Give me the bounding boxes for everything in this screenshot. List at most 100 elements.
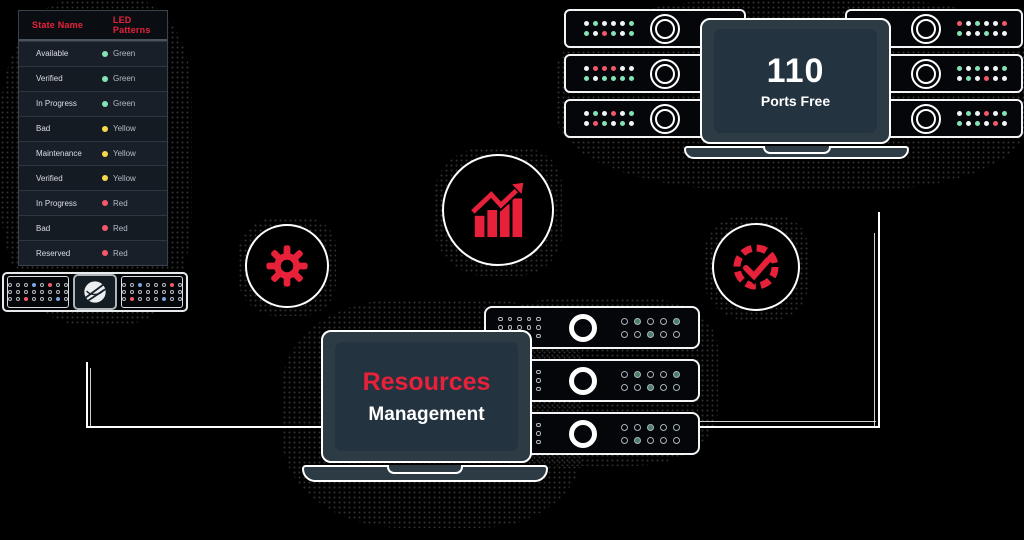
led [611,121,616,126]
led [659,330,667,338]
free-ports-count: 110 [766,51,825,90]
led [646,317,654,325]
led [536,316,541,322]
led [536,333,541,339]
led-array [620,370,680,391]
port-grid-right [121,276,183,308]
led [146,297,150,301]
free-ports-label: Ports Free [760,92,831,109]
led-dot [102,250,108,257]
led [1002,121,1007,126]
led [8,297,12,301]
led-dot [102,175,108,182]
led-array [620,317,680,338]
led [64,290,68,294]
led [138,290,142,294]
led [957,121,962,126]
fan-port-ring [650,13,680,44]
switch-front-panel [2,272,188,312]
led [629,21,634,26]
led [620,330,628,338]
table-row: Verified Green [19,65,167,91]
state-name-cell: In Progress [36,198,77,208]
led [584,66,589,71]
led [611,76,616,81]
led [154,297,158,301]
led [24,283,28,287]
led [984,66,989,71]
connector-left-vertical [86,362,88,428]
led-array [584,66,634,81]
connector-left-vertical-inner [90,368,91,426]
led [646,330,654,338]
led-pattern-cell: Green [102,74,135,83]
led-array [584,111,634,126]
fan-port-ring [568,419,597,448]
led [993,66,998,71]
led [620,370,628,378]
led [633,436,641,444]
led-color-label: Green [113,74,136,84]
led [633,383,641,391]
led [611,66,616,71]
led [672,436,680,444]
led [672,423,680,431]
fan-port-ring [911,103,941,134]
led [593,21,598,26]
led [611,21,616,26]
led-pattern-cell: Green [102,49,135,58]
led [672,383,680,391]
led-color-label: Red [113,223,128,233]
led [154,290,158,294]
management-laptop-display: Resources Management [335,342,518,451]
led [602,31,607,36]
led [162,290,166,294]
led [130,297,134,301]
check-progress-icon [733,244,779,290]
led [646,423,654,431]
led-array [620,423,680,444]
led [984,111,989,116]
led [16,290,20,294]
led [8,283,12,287]
state-name-cell: Bad [36,124,51,134]
led [620,423,628,431]
led [536,439,541,445]
led [536,422,541,428]
led [40,283,44,287]
led [584,121,589,126]
led [633,370,641,378]
led-pattern-cell: Green [102,99,135,108]
led [24,290,28,294]
led [620,111,625,116]
led-dot [102,75,108,82]
led [672,370,680,378]
led [993,121,998,126]
led [122,297,126,301]
led [672,317,680,325]
led [984,76,989,81]
led [620,436,628,444]
led [584,111,589,116]
led-pattern-cell: Red [102,249,128,258]
state-name-cell: Verified [36,173,63,183]
led [966,31,971,36]
led [620,383,628,391]
led [975,21,980,26]
led [16,297,20,301]
led [170,290,174,294]
led [659,423,667,431]
led [629,111,634,116]
led [178,297,182,301]
management-subtitle: Management [368,403,485,425]
led [659,317,667,325]
led [633,423,641,431]
state-name-cell: Verified [36,74,63,84]
led [611,31,616,36]
led [536,431,541,436]
led [659,383,667,391]
